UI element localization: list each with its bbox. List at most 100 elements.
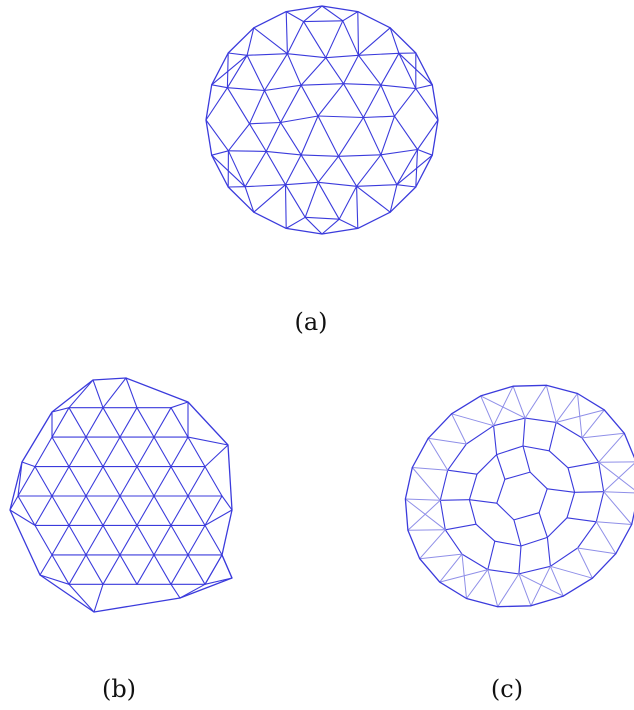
mesh-edge [34, 524, 53, 556]
mesh-edge [317, 155, 340, 183]
mesh-edge [85, 495, 104, 526]
mesh-edge [396, 148, 419, 186]
mesh-edge [530, 565, 551, 607]
mesh-edge [407, 499, 441, 531]
mesh-edge [248, 123, 267, 152]
patch-boundary [9, 377, 233, 613]
mesh-edge [51, 407, 70, 413]
mesh-edge [342, 83, 364, 119]
mesh-edge [34, 495, 53, 526]
mesh-edge [68, 524, 87, 556]
mesh-edge [170, 495, 189, 526]
mesh-edge [300, 57, 327, 86]
panel-a-label: (a) [294, 308, 327, 336]
mesh-edge [393, 88, 417, 117]
mesh-edge [68, 466, 87, 497]
panel-c-polygonal-mesh [404, 384, 634, 608]
mesh-edge [68, 407, 87, 438]
mesh-edge [205, 119, 229, 152]
mesh-edge [187, 466, 206, 497]
mesh-edge [244, 186, 255, 213]
mesh-edge [153, 407, 172, 438]
mesh-edge [317, 83, 345, 117]
mesh-edge [337, 154, 382, 157]
mesh-edge [451, 413, 495, 427]
mesh-edge [404, 498, 446, 531]
mesh-edge [380, 84, 396, 117]
mesh-edge [187, 495, 206, 526]
mesh-edge [286, 21, 305, 55]
mesh-edge [603, 463, 634, 493]
mesh-edge [493, 385, 514, 427]
mesh-edge [300, 115, 319, 156]
mesh-edge [226, 52, 229, 89]
mesh-edge [248, 89, 266, 125]
mesh-edge [136, 466, 155, 497]
mesh-edge [102, 377, 127, 409]
mesh-edge [280, 121, 302, 156]
mesh-edge [362, 84, 382, 119]
mesh-edge [581, 409, 605, 439]
mesh-edge [68, 436, 87, 468]
polygonal-disk-boundary [404, 384, 634, 608]
mesh-edge [321, 5, 344, 22]
mesh-edge [342, 54, 360, 85]
mesh-edge [416, 119, 439, 151]
mesh-edge [170, 554, 189, 585]
mesh-edge [598, 432, 625, 463]
mesh-edge [566, 517, 597, 523]
mesh-edge [524, 384, 547, 419]
mesh-edge [9, 495, 19, 511]
mesh-edge [211, 54, 248, 86]
mesh-edge [85, 554, 104, 585]
mesh-edge [285, 11, 288, 55]
mesh-edge [34, 436, 53, 468]
mesh-edge [325, 54, 360, 59]
mesh-edge [380, 84, 417, 90]
mesh-edge [538, 512, 548, 538]
mesh-edge [9, 509, 36, 526]
mesh-edge [153, 554, 172, 585]
mesh-edge [439, 499, 470, 501]
mesh-edge [263, 89, 282, 124]
mesh-edge [85, 436, 104, 468]
mesh-edge [204, 444, 229, 468]
mesh-edge [357, 27, 391, 56]
mesh-edge [317, 115, 364, 119]
mesh-edge [265, 150, 302, 156]
mesh-edge [380, 154, 398, 186]
mesh-edge [102, 436, 121, 468]
mesh-edge [119, 436, 138, 468]
mesh-edge [555, 409, 605, 423]
mesh-edge [102, 554, 121, 585]
mesh-edge [153, 466, 172, 497]
mesh-edge [286, 53, 302, 86]
mesh-edge [396, 154, 433, 186]
mesh-edge [119, 495, 138, 526]
mesh-edge [398, 52, 417, 90]
mesh-edge [136, 495, 155, 526]
mesh-edge [416, 148, 433, 156]
mesh-edge [286, 53, 327, 59]
mesh-edge [549, 565, 593, 579]
mesh-edge [17, 461, 23, 497]
mesh-edge [518, 545, 522, 575]
mesh-edge [380, 148, 419, 156]
mesh-edge [411, 467, 441, 501]
mesh-edge [356, 184, 398, 187]
disk-boundary [205, 5, 439, 235]
panel-b-label: (b) [102, 675, 136, 703]
mesh-edge [85, 466, 104, 497]
mesh-edge [444, 523, 477, 531]
mesh-edge [21, 461, 36, 468]
mesh-edge [284, 184, 287, 229]
mesh-edge [362, 116, 382, 156]
mesh-edge [246, 54, 266, 92]
mesh-edge [136, 436, 155, 468]
mesh-edge [227, 52, 248, 56]
mesh-edge [102, 407, 121, 438]
mesh-edge [513, 519, 522, 547]
mesh-edge [51, 436, 70, 468]
mesh-edge [396, 184, 417, 188]
mesh-edge [512, 385, 526, 419]
